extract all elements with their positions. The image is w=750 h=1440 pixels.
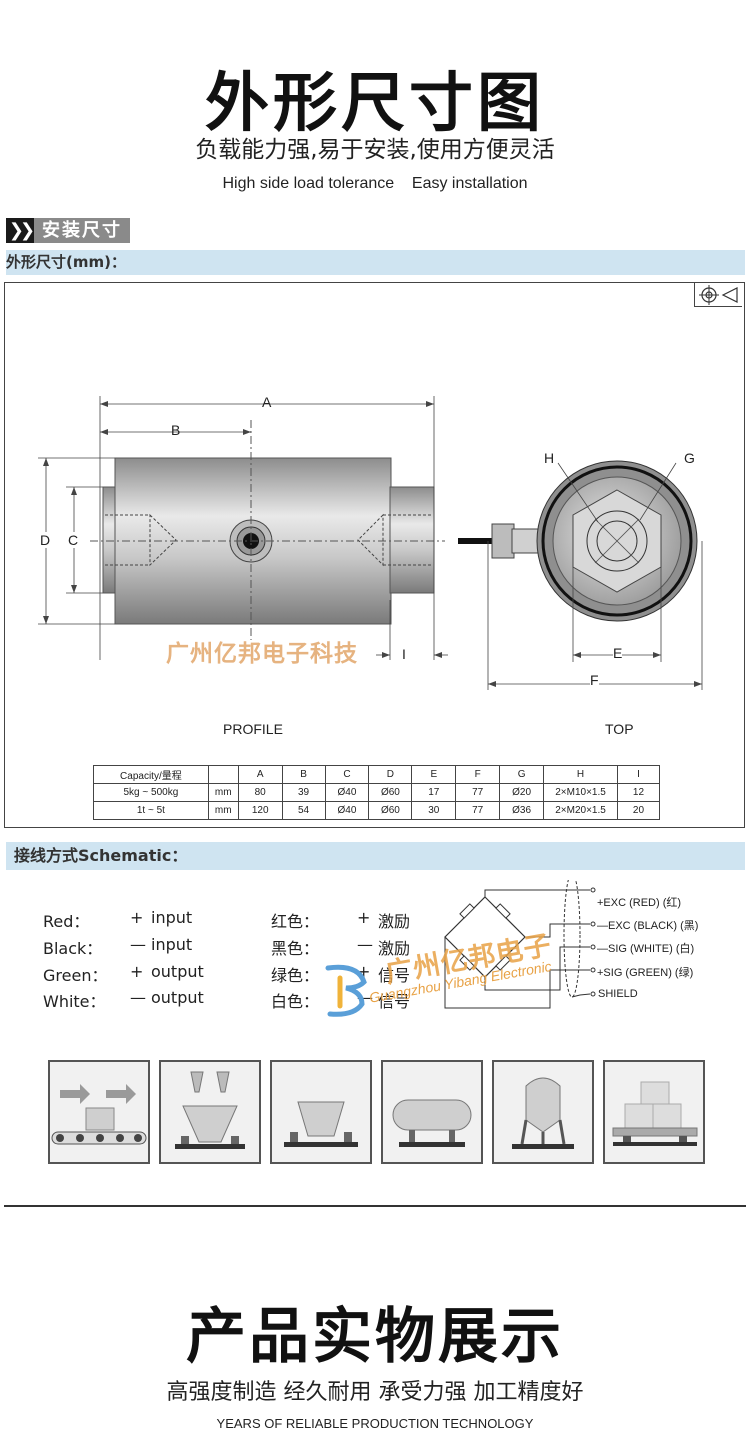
terminal-exc-pos: +EXC (RED) (红) bbox=[597, 897, 682, 909]
table-header-cell: B bbox=[281, 765, 326, 784]
product-showcase-subtitle: 高强度制造 经久耐用 承受力强 加工精度好 bbox=[166, 1380, 584, 1405]
application-platform-tile bbox=[603, 1060, 705, 1164]
section-tag: ❯❯ 安装尺寸 bbox=[6, 218, 130, 243]
table-cell: Ø20 bbox=[499, 783, 545, 802]
terminal-shield: SHIELD bbox=[598, 988, 638, 1000]
table-cell: 5kg ~ 500kg bbox=[93, 783, 209, 802]
application-hopper-tile bbox=[159, 1060, 261, 1164]
company-watermark: 广州亿邦电子科技 bbox=[166, 641, 358, 667]
dim-a-label: A bbox=[262, 394, 272, 410]
terminal-sig-neg: —SIG (WHITE) (白) bbox=[597, 943, 695, 955]
bridge-schematic bbox=[444, 880, 596, 1009]
spec-table: Capacity/量程 A B C D E F G H I 5kg ~ 500k… bbox=[93, 765, 661, 820]
wire-red-fn-cn: 激励 bbox=[378, 912, 411, 931]
table-cell: 20 bbox=[616, 801, 661, 820]
wire-green-sign: + bbox=[130, 962, 144, 981]
table-cell: 2×M10×1.5 bbox=[543, 783, 618, 802]
terminal-sig-pos: +SIG (GREEN) (绿) bbox=[597, 967, 694, 979]
company-logo-icon bbox=[325, 964, 367, 1017]
section-tag-label: 安装尺寸 bbox=[34, 218, 130, 243]
table-header-cell bbox=[207, 765, 239, 784]
table-header-cell: F bbox=[455, 765, 501, 784]
table-header-cell: E bbox=[411, 765, 457, 784]
product-showcase-title: 产品实物展示 bbox=[186, 1302, 564, 1372]
wire-white-fn: output bbox=[151, 988, 204, 1007]
product-showcase-subtitle-en: YEARS OF RELIABLE PRODUCTION TECHNOLOGY bbox=[216, 1416, 534, 1431]
dim-c-label: C bbox=[68, 532, 79, 548]
wire-red-sign: + bbox=[130, 908, 144, 927]
terminal-exc-neg: —EXC (BLACK) (黑) bbox=[597, 920, 699, 932]
dim-d-label: D bbox=[40, 532, 51, 548]
profile-view bbox=[38, 396, 703, 690]
table-header-cell: I bbox=[616, 765, 661, 784]
table-cell: mm bbox=[207, 801, 239, 820]
wire-black-color-cn: 黑色： bbox=[271, 939, 320, 958]
table-cell: 1t ~ 5t bbox=[93, 801, 209, 820]
application-tank-tile bbox=[381, 1060, 483, 1164]
wire-red-fn: input bbox=[151, 908, 193, 927]
wire-black-color: Black： bbox=[43, 939, 103, 958]
wire-red-sign-cn: + bbox=[357, 908, 371, 927]
dim-h-label: H bbox=[544, 450, 555, 466]
wire-green-fn-cn: 信号 bbox=[378, 966, 411, 985]
wire-green-color: Green： bbox=[43, 966, 108, 985]
dim-e-label: E bbox=[613, 645, 623, 661]
application-conveyor-tile bbox=[48, 1060, 150, 1164]
wire-white-color: White： bbox=[43, 992, 106, 1011]
dim-f-label: F bbox=[590, 672, 599, 688]
table-cell: 54 bbox=[281, 801, 326, 820]
table-cell: Ø36 bbox=[499, 801, 545, 820]
wire-black-fn: input bbox=[151, 935, 193, 954]
wire-black-fn-cn: 激励 bbox=[378, 939, 411, 958]
table-cell: 12 bbox=[616, 783, 661, 802]
table-cell: 80 bbox=[237, 783, 283, 802]
wire-black-sign: — bbox=[130, 935, 146, 954]
dim-g-label: G bbox=[684, 450, 695, 466]
table-cell: 39 bbox=[281, 783, 326, 802]
table-cell: 77 bbox=[455, 801, 501, 820]
wire-red-color: Red： bbox=[43, 912, 90, 931]
wire-green-color-cn: 绿色： bbox=[271, 966, 320, 985]
table-header-row: Capacity/量程 A B C D E F G H I bbox=[93, 765, 661, 784]
wire-green-fn: output bbox=[151, 962, 204, 981]
wire-white-fn-cn: 信号 bbox=[378, 992, 411, 1011]
table-header-cell: A bbox=[237, 765, 283, 784]
table-cell: 17 bbox=[411, 783, 457, 802]
top-label: TOP bbox=[605, 721, 634, 737]
table-row: 1t ~ 5t mm 120 54 Ø40 Ø60 30 77 Ø36 2×M2… bbox=[93, 801, 661, 820]
table-cell: 30 bbox=[411, 801, 457, 820]
table-row: 5kg ~ 500kg mm 80 39 Ø40 Ø60 17 77 Ø20 2… bbox=[93, 783, 661, 802]
dim-b-label: B bbox=[171, 422, 181, 438]
table-header-cell: G bbox=[499, 765, 545, 784]
table-cell: Ø60 bbox=[368, 801, 413, 820]
table-header-cell: Capacity/量程 bbox=[93, 765, 209, 784]
table-cell: mm bbox=[207, 783, 239, 802]
table-cell: 77 bbox=[455, 783, 501, 802]
table-header-cell: D bbox=[368, 765, 413, 784]
profile-label: PROFILE bbox=[223, 721, 283, 737]
section-divider bbox=[4, 1205, 746, 1207]
schematic-band: 接线方式Schematic： bbox=[6, 842, 745, 870]
application-silo-tile bbox=[492, 1060, 594, 1164]
table-header-cell: C bbox=[324, 765, 370, 784]
table-header-cell: H bbox=[543, 765, 618, 784]
application-bin-tile bbox=[270, 1060, 372, 1164]
wire-white-color-cn: 白色： bbox=[271, 992, 320, 1011]
double-chevron-icon: ❯❯ bbox=[6, 218, 35, 243]
table-cell: Ø60 bbox=[368, 783, 413, 802]
page-subtitle: 负载能力强,易于安装,使用方便灵活 bbox=[195, 137, 555, 163]
dimensions-band: 外形尺寸(mm)： bbox=[6, 250, 745, 275]
dim-i-label: I bbox=[402, 646, 406, 662]
wire-white-sign: — bbox=[130, 988, 146, 1007]
page-title: 外形尺寸图 bbox=[205, 67, 545, 141]
projection-symbol-icon bbox=[694, 283, 742, 307]
table-cell: Ø40 bbox=[324, 783, 370, 802]
wire-red-color-cn: 红色： bbox=[271, 912, 320, 931]
table-cell: Ø40 bbox=[324, 801, 370, 820]
page-subtitle-en: High side load tolerance Easy installati… bbox=[222, 175, 528, 192]
wire-black-sign-cn: — bbox=[357, 935, 373, 954]
table-cell: 120 bbox=[237, 801, 283, 820]
table-cell: 2×M20×1.5 bbox=[543, 801, 618, 820]
